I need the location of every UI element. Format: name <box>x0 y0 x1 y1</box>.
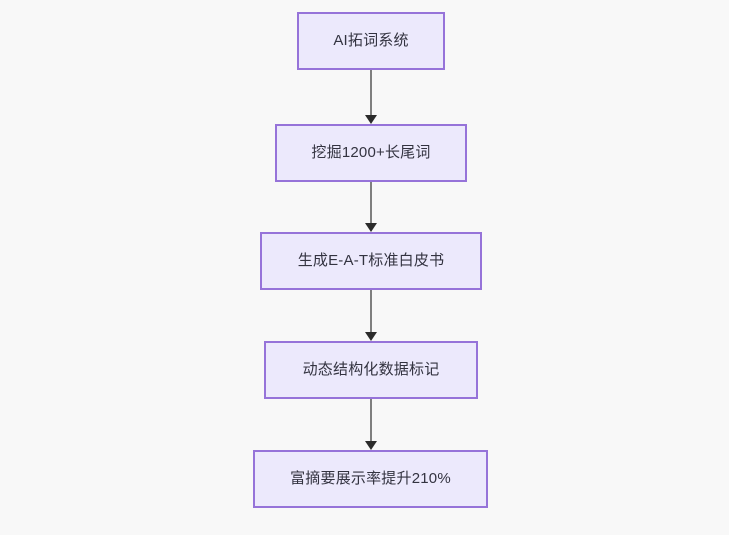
flow-node-label: 动态结构化数据标记 <box>302 361 440 378</box>
flow-node-label: 生成E-A-T标准白皮书 <box>297 252 445 269</box>
flow-node-4[interactable]: 动态结构化数据标记 <box>264 341 478 399</box>
flow-node-3[interactable]: 生成E-A-T标准白皮书 <box>260 232 482 290</box>
flow-node-label: AI拓词系统 <box>333 32 409 49</box>
flow-node-1[interactable]: AI拓词系统 <box>297 12 445 70</box>
flow-edge-line <box>370 399 372 441</box>
flow-edge-line <box>370 70 372 115</box>
flow-node-2[interactable]: 挖掘1200+长尾词 <box>275 124 467 182</box>
flow-node-5[interactable]: 富摘要展示率提升210% <box>253 450 488 508</box>
arrow-head-icon <box>365 115 377 124</box>
flow-node-label: 挖掘1200+长尾词 <box>311 144 431 161</box>
flow-edge-line <box>370 290 372 332</box>
arrow-head-icon <box>365 441 377 450</box>
arrow-head-icon <box>365 332 377 341</box>
flow-edge-line <box>370 182 372 223</box>
arrow-head-icon <box>365 223 377 232</box>
flow-node-label: 富摘要展示率提升210% <box>290 470 451 487</box>
